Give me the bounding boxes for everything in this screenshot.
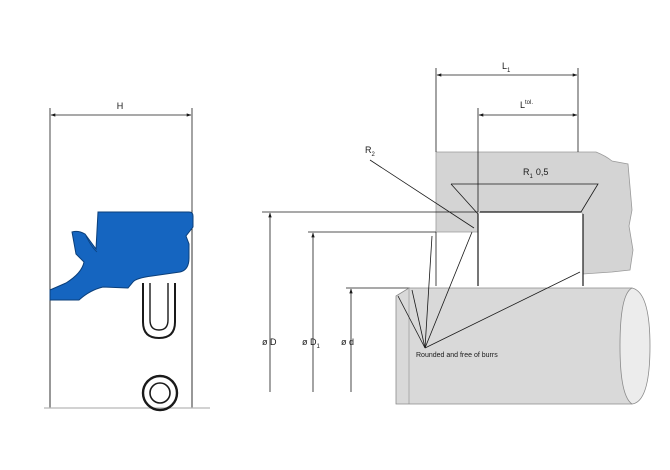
seal-profile (49, 211, 194, 301)
housing-body (435, 151, 634, 275)
note-leader-1 (397, 295, 426, 349)
h-label: H (117, 101, 124, 111)
note-leader-4 (424, 231, 473, 349)
seal-cross-section: H (44, 101, 210, 412)
note-text: Rounded and free of burrs (416, 352, 498, 359)
note-leader-2 (411, 289, 426, 349)
ltol-label: Ltol. (520, 100, 533, 110)
seal-lip-groove (85, 235, 98, 253)
spring-coil-upper (142, 283, 176, 340)
spring-coil-lower (141, 374, 179, 412)
spring-coil-upper-inner (149, 283, 169, 331)
note-leader-5 (424, 271, 581, 349)
odd-label: ø d (341, 337, 354, 347)
od-label: ø D (262, 337, 277, 347)
note-leader-3 (424, 235, 433, 349)
r2-label: R2 (365, 145, 376, 158)
r2-leader-line (369, 159, 475, 229)
l1-label: L1 (502, 61, 511, 74)
od1-label: ø D1 (302, 337, 321, 350)
r1-leader-triangle (450, 183, 599, 215)
spring-coil-lower-inner (149, 382, 171, 404)
shaft-body (395, 287, 641, 405)
shaft-end-face (619, 287, 651, 405)
